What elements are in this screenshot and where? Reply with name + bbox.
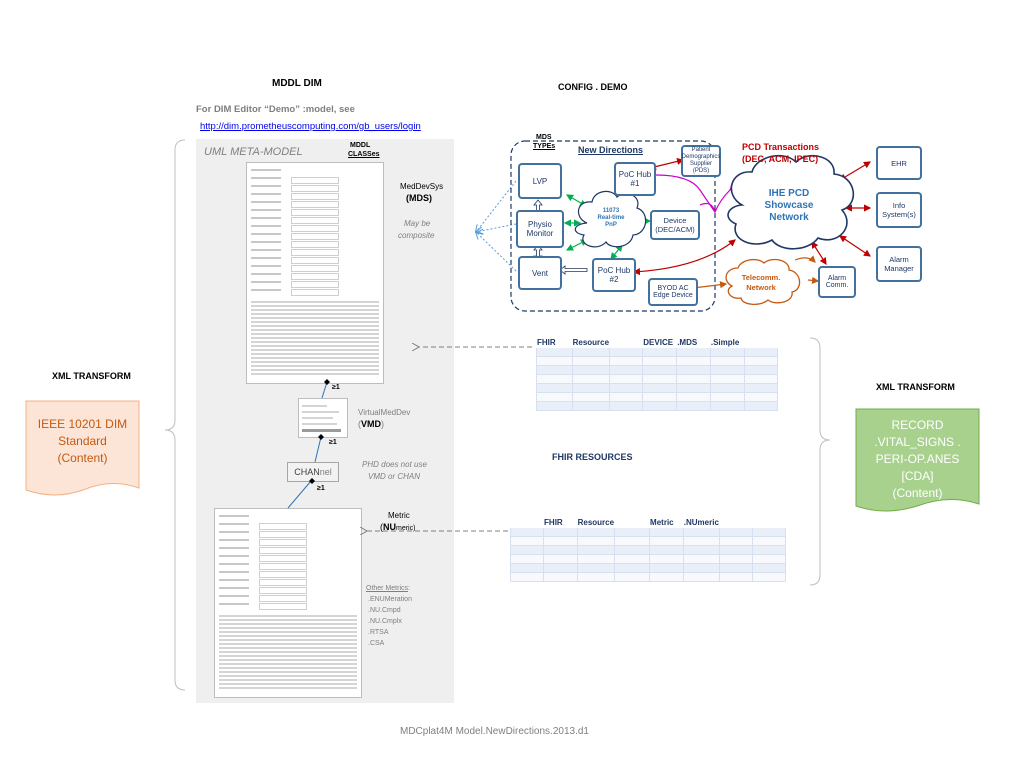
other-metric-item: .NU.Cmplx <box>368 618 402 625</box>
table-header: Resource <box>571 336 611 348</box>
xml-transform-left-title: XML TRANSFORM <box>52 371 131 381</box>
other-metric-item: .ENUMeration <box>368 596 412 603</box>
poc-hub-label: #2 <box>609 275 619 284</box>
chan-suffix: nel <box>319 467 332 477</box>
poc-hub-1-box: PoC Hub#1 <box>614 162 656 196</box>
other-metric-item: .CSA <box>368 640 385 647</box>
ieee-line: Standard <box>58 434 107 448</box>
dim-editor-note: For DIM Editor “Demo” :model, see <box>196 104 355 115</box>
poc-hub-2-box: PoC Hub#2 <box>592 258 636 292</box>
pcd-transactions-list: (DEC, ACM, IPEC) <box>742 154 819 164</box>
table-header <box>609 336 644 348</box>
chan-prefix: CHAN <box>294 467 320 477</box>
lvp-box: LVP <box>518 163 562 199</box>
other-metrics-title: Other Metrics <box>366 585 409 592</box>
fhir-device-table: FHIR Resource DEVICE .MDS .Simple <box>536 336 779 411</box>
physio-label: Physio <box>527 220 552 229</box>
device-dec-acm-box: Device(DEC/ACM) <box>650 210 700 240</box>
metric-abbrev: NU <box>383 522 396 532</box>
cda-line: [CDA] <box>901 469 934 483</box>
cda-line: PERI-OP.ANES <box>875 452 960 466</box>
cda-content-shape <box>855 408 980 512</box>
ehr-box: EHR <box>876 146 922 180</box>
fhir-metric-table: FHIR Resource Metric .NUmeric <box>509 516 787 582</box>
table-header: .NUmeric <box>682 516 720 528</box>
multiplicity-2: ≥1 <box>329 439 337 446</box>
ieee-line: IEEE 10201 DIM <box>37 417 128 431</box>
table-header: FHIR <box>543 516 578 528</box>
other-metric-item: .RTSA <box>368 629 389 636</box>
pcd-transactions-label: PCD Transactions <box>742 142 820 152</box>
vmd-form-card <box>298 398 348 438</box>
cda-line: (Content) <box>892 486 943 500</box>
ieee-content-box: IEEE 10201 DIM Standard (Content) <box>25 400 140 500</box>
config-demo-title: CONFIG . DEMO <box>558 82 628 92</box>
poc-hub-label: PoC Hub <box>597 266 631 275</box>
metric-label: Metric <box>388 511 410 520</box>
lvp-label: LVP <box>532 176 548 186</box>
mddl-label: MDDL <box>350 142 371 149</box>
table-header: Resource <box>576 516 616 528</box>
mds-form-card <box>246 162 384 384</box>
multiplicity-3: ≥1 <box>317 485 325 492</box>
table-header: DEVICE <box>642 336 678 348</box>
table-header: .Simple <box>709 336 745 348</box>
table-header: Metric <box>649 516 684 528</box>
vmd-label: VirtualMedDev <box>358 408 411 417</box>
fhir-resources-title: FHIR RESOURCES <box>552 452 633 462</box>
cda-content-box: RECORD .VITAL_SIGNS . PERI-OP.ANES [CDA]… <box>855 408 980 516</box>
poc-hub-label: #1 <box>630 179 640 188</box>
mds-abbrev: (MDS) <box>406 193 432 203</box>
table-header <box>614 516 651 528</box>
mddl-dim-title: MDDL DIM <box>272 78 322 89</box>
table-header: FHIR <box>536 336 573 348</box>
classes-label: CLASSes <box>348 151 380 158</box>
other-metric-item: .NU.Cmpd <box>368 607 401 614</box>
table-header: .MDS <box>676 336 711 348</box>
telecomm-network-text: Telecomm.Network <box>741 273 781 292</box>
mds-types-label-2: TYPEs <box>533 143 556 150</box>
phd-note-2: VMD or CHAN <box>368 472 421 481</box>
ieee-content-shape <box>25 400 140 496</box>
composite-note-2: composite <box>398 231 435 240</box>
other-metrics-heading: Other Metrics: <box>366 585 410 592</box>
xml-transform-right-title: XML TRANSFORM <box>876 382 955 392</box>
vmd-abbrev-line: (VMD) <box>358 419 384 429</box>
new-directions-label: New Directions <box>578 145 644 155</box>
phd-note-1: PHD does not use <box>362 460 427 469</box>
footer-caption: MDCplat4M Model.NewDirections.2013.d1 <box>400 726 589 737</box>
ieee-line: (Content) <box>57 451 108 465</box>
cda-line: .VITAL_SIGNS . <box>874 435 961 449</box>
poc-hub-label: PoC Hub <box>618 170 652 179</box>
physio-label: Monitor <box>526 229 554 238</box>
vent-box: Vent <box>518 256 562 290</box>
multiplicity-1: ≥1 <box>332 384 340 391</box>
vent-label: Vent <box>531 268 548 278</box>
mds-label: MedDevSys <box>400 182 444 191</box>
metric-form-card <box>214 508 362 698</box>
uml-meta-model-title: UML META-MODEL <box>204 146 303 158</box>
composite-note-1: May be <box>404 219 431 228</box>
dim-editor-link[interactable]: http://dim.prometheuscomputing.com/gb_us… <box>200 121 421 132</box>
cda-line: RECORD <box>891 418 944 432</box>
vmd-abbrev: VMD <box>361 419 381 429</box>
metric-abbrev-line: (NUmeric) <box>380 522 416 532</box>
table-header <box>509 516 545 528</box>
mds-types-label-1: MDS <box>536 134 552 141</box>
